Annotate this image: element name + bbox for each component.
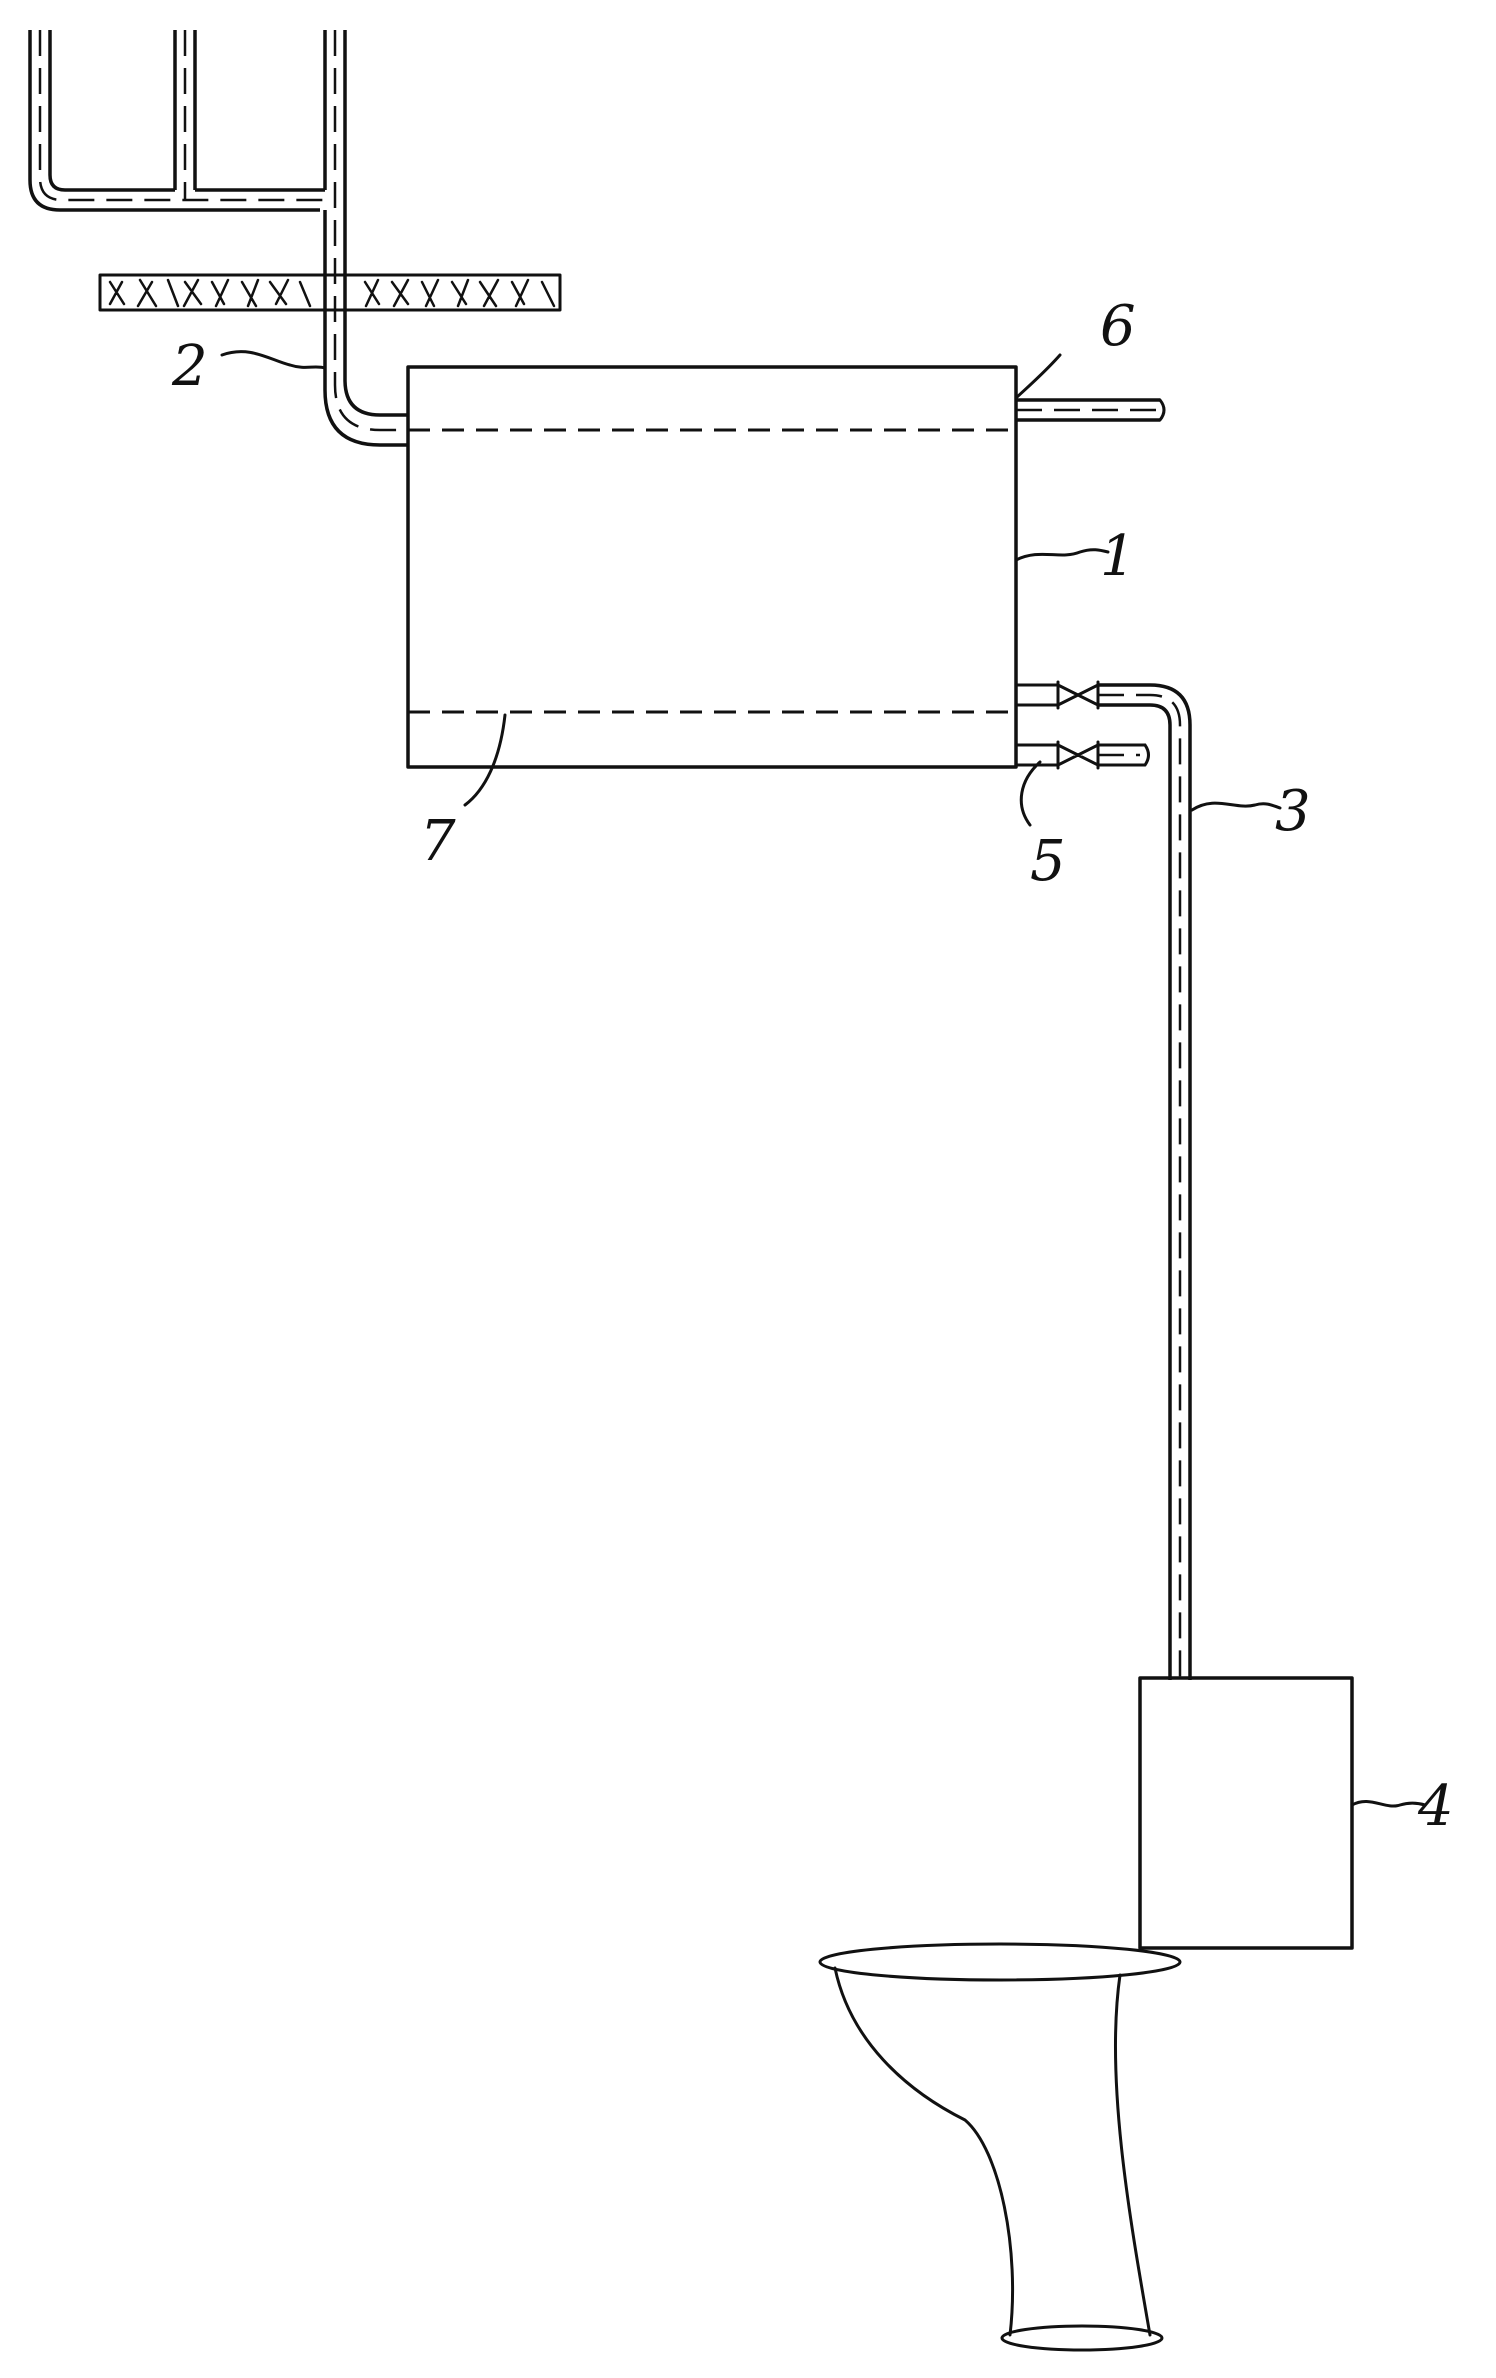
label-inlet-pipe: 2 — [171, 334, 208, 399]
inlet-branch-network — [28, 30, 408, 447]
label-tank: 1 — [1100, 524, 1136, 589]
label-outlet-pipe: 3 — [1275, 779, 1311, 844]
floor-ground-hatching — [98, 273, 562, 312]
leader-tank — [1014, 548, 1110, 562]
main-tank — [406, 365, 1018, 769]
leader-valve — [1019, 760, 1042, 827]
valves — [1014, 680, 1150, 770]
cistern-box — [1138, 1676, 1354, 1950]
label-cistern: 4 — [1417, 1774, 1454, 1839]
outlet-pipe — [1098, 683, 1192, 1680]
leader-sediment — [463, 713, 507, 807]
leader-inlet-pipe — [220, 350, 327, 370]
label-valve: 5 — [1030, 829, 1066, 894]
leader-cistern — [1350, 1799, 1427, 1808]
toilet-bowl — [818, 1942, 1182, 2352]
label-overflow: 6 — [1100, 294, 1136, 359]
leader-outlet-pipe — [1190, 801, 1282, 812]
overflow-pipe — [1014, 353, 1166, 422]
label-sediment-layer: 7 — [420, 809, 456, 874]
